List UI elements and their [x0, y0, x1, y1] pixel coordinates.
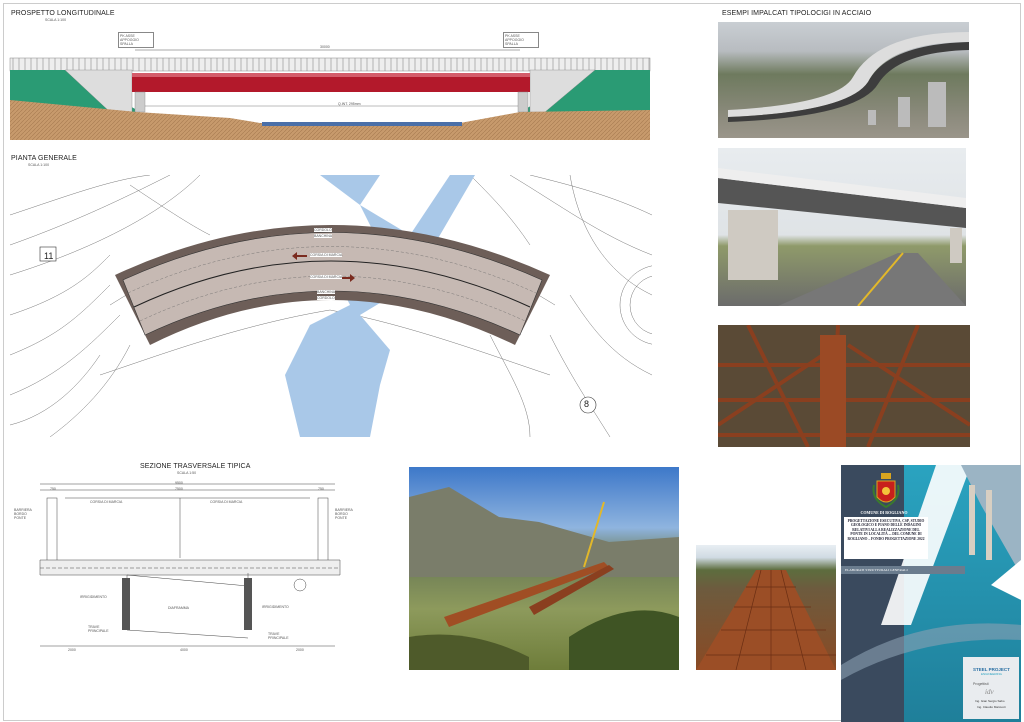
left-support-tag: PK ASSE APPOGGIO SPALLA [118, 32, 154, 48]
bracing-left-label: IRRIGIDIMENTO [80, 595, 107, 599]
photo-rusty-deck-grid [696, 545, 836, 670]
inner-width-dim: 7500 [175, 487, 183, 491]
total-width-dim: 9500 [175, 481, 183, 485]
bottom-left-dim: 2000 [68, 648, 76, 652]
clearance-label: Q.INT. 295mm [338, 102, 361, 106]
photo-curved-viaduct [718, 22, 969, 138]
cover-credits-box: STEEL PROJECT ENGINEERING Progettisti id… [963, 657, 1019, 719]
lane-right-label: CORSIA DI MARCIA [210, 500, 243, 504]
section-marker-left: 11 [44, 251, 54, 261]
company-subtitle: ENGINEERING [981, 672, 1003, 676]
sezione-title: SEZIONE TRASVERSALE TIPICA [140, 463, 251, 470]
engineer-1: Ing. Gian Sergio Sabo [975, 699, 1005, 703]
span-dimension: 30000 [320, 45, 330, 49]
project-cover: COMUNE DI ROGLIANO PROGETTAZIONE ESECUTI… [841, 465, 1021, 722]
designers-role: Progettisti [973, 682, 989, 686]
engineer-2: Ing. Claudio Marcucci [977, 705, 1006, 709]
pianta-scale: SCALA 1:100 [28, 163, 50, 167]
lane-left-label: CORSIA DI MARCIA [90, 500, 123, 504]
plan-lane-1: CORSIA DI MARCIA [310, 253, 343, 257]
cover-municipality: COMUNE DI ROGLIANO [860, 510, 908, 515]
side-left-dim: 750 [50, 487, 56, 491]
cross-section-drawing [39, 483, 341, 647]
barrier-left-label: BARRIERA BORDO PONTE [14, 508, 32, 520]
pianta-title: PIANTA GENERALE [11, 155, 77, 162]
prospetto-scale: SCALA 1:100 [45, 18, 67, 22]
plan-lane-2: CORSIA DI MARCIA [310, 275, 343, 279]
sezione-scale: SCALA 1:50 [177, 471, 197, 475]
bottom-right-dim: 2000 [296, 648, 304, 652]
bottom-mid-dim: 4000 [180, 648, 188, 652]
beam-right-label: TRAVE PRINCIPALE [268, 632, 289, 640]
plan-curb-top: CORDOLO [314, 228, 332, 232]
plan-shoulder-top: BANCHINA [314, 234, 333, 238]
examples-title: ESEMPI IMPALCATI TIPOLOCIGI IN ACCIAIO [722, 10, 872, 17]
plan-curb-bottom: CORDOLO [317, 296, 335, 300]
bracing-right-label: IRRIGIDIMENTO [262, 605, 289, 609]
longitudinal-elevation-drawing [9, 49, 651, 140]
photo-bridge-construction [409, 467, 679, 670]
photo-rusty-steel-frame [718, 325, 970, 447]
photo-steel-overpass [718, 148, 966, 306]
plan-shoulder-bottom: BANCHINA [317, 290, 336, 294]
section-marker-right: 8 [584, 399, 590, 409]
company-logo-text: STEEL PROJECT [973, 667, 1010, 672]
beam-left-label: TRAVE PRINCIPALE [88, 625, 109, 633]
signature-logo: idv [985, 688, 994, 696]
barrier-right-label: BARRIERA BORDO PONTE [335, 508, 353, 520]
side-right-dim: 750 [318, 487, 324, 491]
cover-project-title: PROGETTAZIONE ESECUTIVA, CSP, STUDIO GEO… [844, 517, 928, 559]
cover-graphics [841, 465, 1021, 680]
diaphragm-label: DIAFRAMMA [168, 606, 189, 610]
right-support-tag: PK ASSE APPOGGIO SPALLA [503, 32, 539, 48]
general-plan-drawing [10, 175, 652, 437]
cover-subtitle: ELABORATI STRUTTURALI GENERALI [841, 566, 965, 574]
municipality-crest-logo [871, 473, 901, 509]
sheet-border [3, 3, 1021, 721]
prospetto-title: PROSPETTO LONGITUDINALE [11, 10, 115, 17]
